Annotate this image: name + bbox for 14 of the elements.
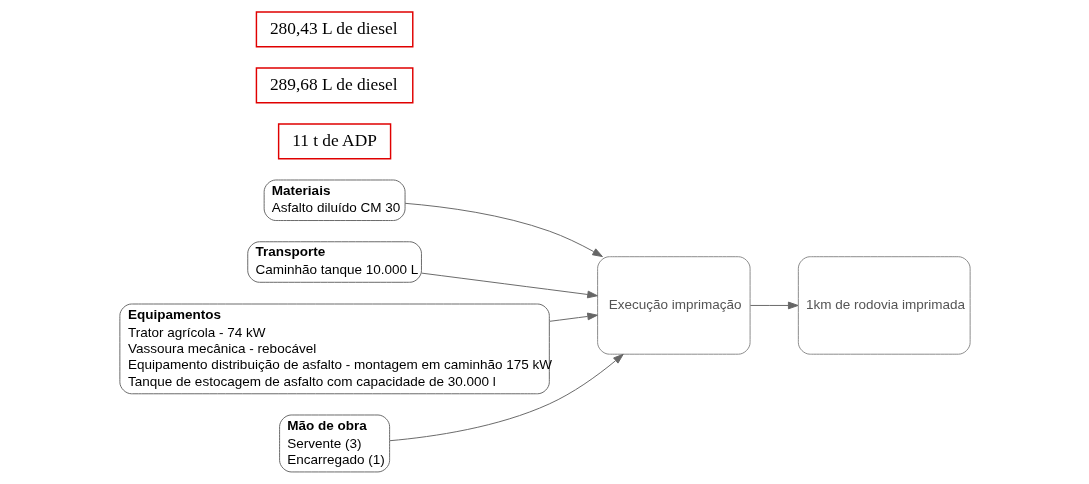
- node-box: Execução imprimação: [596, 256, 751, 355]
- node-box: 280,43 L de diesel: [255, 11, 413, 48]
- arrow: [420, 272, 598, 299]
- node-box: Materiais Asfalto diluído CM 30: [263, 179, 406, 221]
- node-box: Equipamentos Trator agrícola - 74 kW Vassoura mecânica - rebocável Equipamento distribuição de asfalto - montagem em caminhão 175 kW Tanque de estocagem de asfalto com capacidade de 30.000 l: [118, 303, 550, 395]
- node-box: 1km de rodovia imprimada: [797, 256, 971, 355]
- arrow: [404, 202, 603, 258]
- arrow: [389, 353, 624, 442]
- node-box: Transporte Caminhão tanque 10.000 L: [246, 241, 422, 283]
- node-box: 11 t de ADP: [277, 123, 391, 160]
- node-box: 289,68 L de diesel: [255, 67, 413, 104]
- arrow: [749, 301, 799, 310]
- arrow: [548, 312, 598, 322]
- node-box: Mão de obra Servente (3) Encarregado (1): [278, 414, 390, 473]
